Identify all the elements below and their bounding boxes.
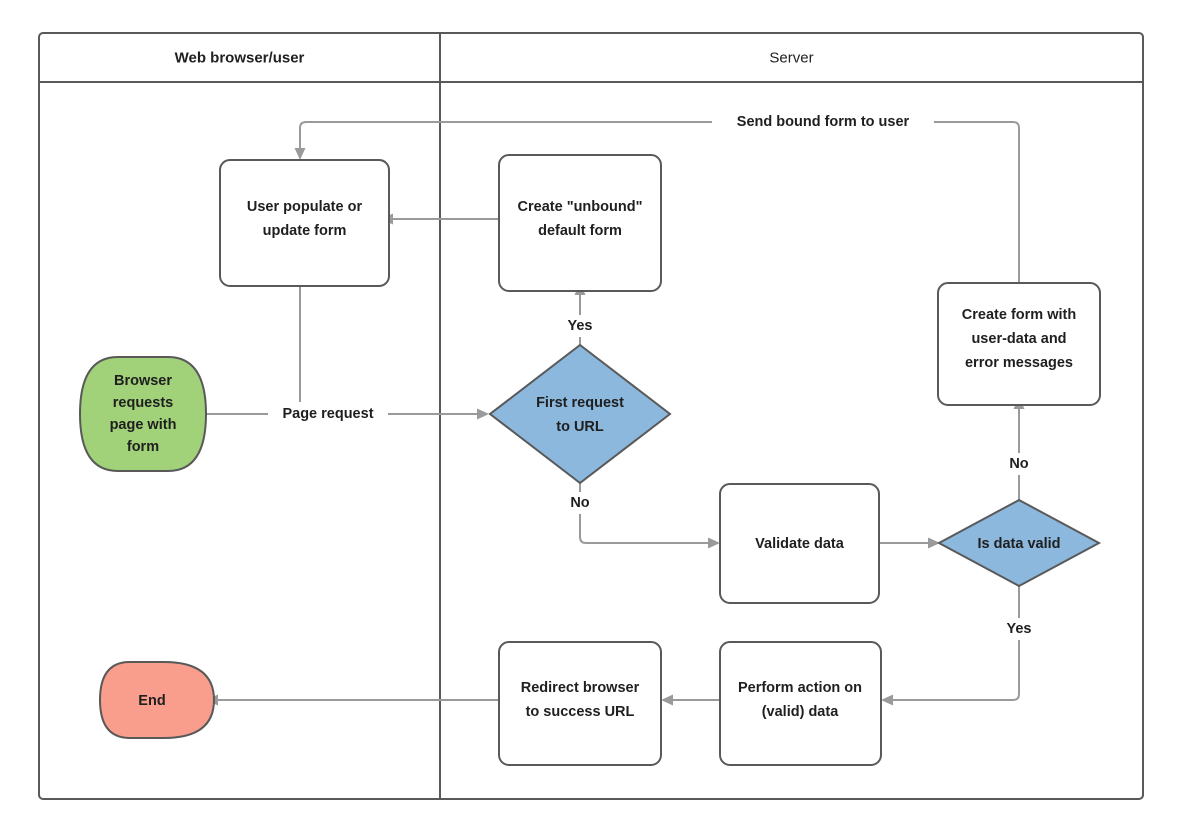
node-redirect-browser-shape[interactable] [498, 641, 662, 766]
node-create-form-errors-shape[interactable] [937, 282, 1101, 406]
edge-label-first-request-yes: Yes [559, 315, 601, 337]
arrowhead-perform-to-redirect [661, 694, 673, 706]
node-create-form-errors[interactable]: Create form with user-data and error mes… [937, 282, 1101, 406]
node-create-form-errors-line-1: Create form with [962, 307, 1076, 323]
node-first-request-decision[interactable]: First request to URL [488, 343, 672, 485]
node-create-form-errors-line-2: user-data and [971, 331, 1066, 347]
node-validate-data-shape[interactable] [719, 483, 880, 604]
node-browser-requests-line-1: Browser [114, 373, 172, 389]
connectors [206, 121, 1025, 706]
node-browser-requests-shape[interactable] [78, 356, 208, 472]
edge-label-is-valid-yes-text: Yes [1007, 621, 1032, 637]
edge-send-bound-form-to-user [299, 121, 1020, 283]
edge-first-request-no [579, 483, 712, 544]
edge-label-is-valid-no-bg [1000, 453, 1038, 475]
arrowhead-is-valid-yes [881, 694, 893, 706]
edge-label-first-request-no-bg [561, 492, 599, 514]
edge-is-valid-yes [889, 586, 1020, 701]
edge-label-is-valid-yes: Yes [998, 618, 1040, 640]
node-end-label: End [138, 693, 165, 709]
node-create-unbound-line-1: Create "unbound" [518, 199, 643, 215]
pool-outline [38, 32, 1144, 800]
node-end-shape[interactable] [98, 661, 216, 739]
node-is-data-valid-shape[interactable] [936, 498, 1102, 588]
node-redirect-browser-line-1: Redirect browser [521, 680, 640, 696]
node-is-data-valid-label: Is data valid [977, 536, 1060, 552]
node-perform-action-line-1: Perform action on [738, 680, 862, 696]
node-browser-requests-line-2: requests [113, 395, 173, 411]
node-perform-action-line-2: (valid) data [762, 704, 839, 720]
node-user-populate[interactable]: User populate or update form [219, 159, 390, 287]
swimlane-pool [38, 32, 1144, 800]
node-perform-action-shape[interactable] [719, 641, 882, 766]
node-end[interactable]: End [98, 661, 216, 739]
lane-header-browser: Web browser/user [175, 49, 305, 66]
lane-title-server: Server [769, 49, 813, 66]
edge-label-is-valid-no-text: No [1009, 456, 1028, 472]
node-browser-requests-line-4: form [127, 439, 159, 455]
node-redirect-browser-line-2: to success URL [526, 704, 635, 720]
edge-label-first-request-no: No [561, 492, 599, 514]
edge-label-send-bound-form: Send bound form to user [712, 110, 934, 132]
node-create-form-errors-line-3: error messages [965, 355, 1073, 371]
node-user-populate-line-1: User populate or [247, 199, 363, 215]
node-browser-requests[interactable]: Browser requests page with form [78, 356, 208, 472]
node-is-data-valid-decision[interactable]: Is data valid [936, 498, 1102, 588]
edge-label-first-request-yes-text: Yes [568, 318, 593, 334]
arrowhead-page-request [477, 408, 489, 420]
node-first-request-line-1: First request [536, 395, 624, 411]
arrowhead-send-bound-form [294, 148, 306, 160]
arrowhead-validate-to-is-valid [928, 537, 940, 549]
edge-label-page-request-bg [268, 402, 388, 424]
edge-label-first-request-no-text: No [570, 495, 589, 511]
edge-label-page-request-text: Page request [282, 406, 373, 422]
node-redirect-browser[interactable]: Redirect browser to success URL [498, 641, 662, 766]
arrowhead-first-request-no [708, 537, 720, 549]
lane-title-web-browser-user: Web browser/user [175, 49, 305, 66]
edge-label-is-valid-no: No [1000, 453, 1038, 475]
edge-label-send-bound-form-bg [712, 110, 934, 132]
edge-label-first-request-yes-bg [559, 315, 601, 337]
node-validate-data-label: Validate data [755, 536, 845, 552]
node-create-unbound[interactable]: Create "unbound" default form [498, 154, 662, 292]
edge-label-page-request: Page request [268, 402, 388, 424]
node-perform-action[interactable]: Perform action on (valid) data [719, 641, 882, 766]
edge-label-send-bound-form-text: Send bound form to user [737, 114, 910, 130]
node-create-unbound-line-2: default form [538, 223, 622, 239]
node-user-populate-shape[interactable] [219, 159, 390, 287]
node-user-populate-line-2: update form [263, 223, 347, 239]
node-create-unbound-shape[interactable] [498, 154, 662, 292]
node-validate-data[interactable]: Validate data [719, 483, 880, 604]
lane-header-server: Server [769, 49, 813, 66]
node-browser-requests-line-3: page with [110, 417, 177, 433]
node-first-request-decision-shape[interactable] [488, 343, 672, 485]
edge-label-is-valid-yes-bg [998, 618, 1040, 640]
node-first-request-line-2: to URL [556, 419, 604, 435]
